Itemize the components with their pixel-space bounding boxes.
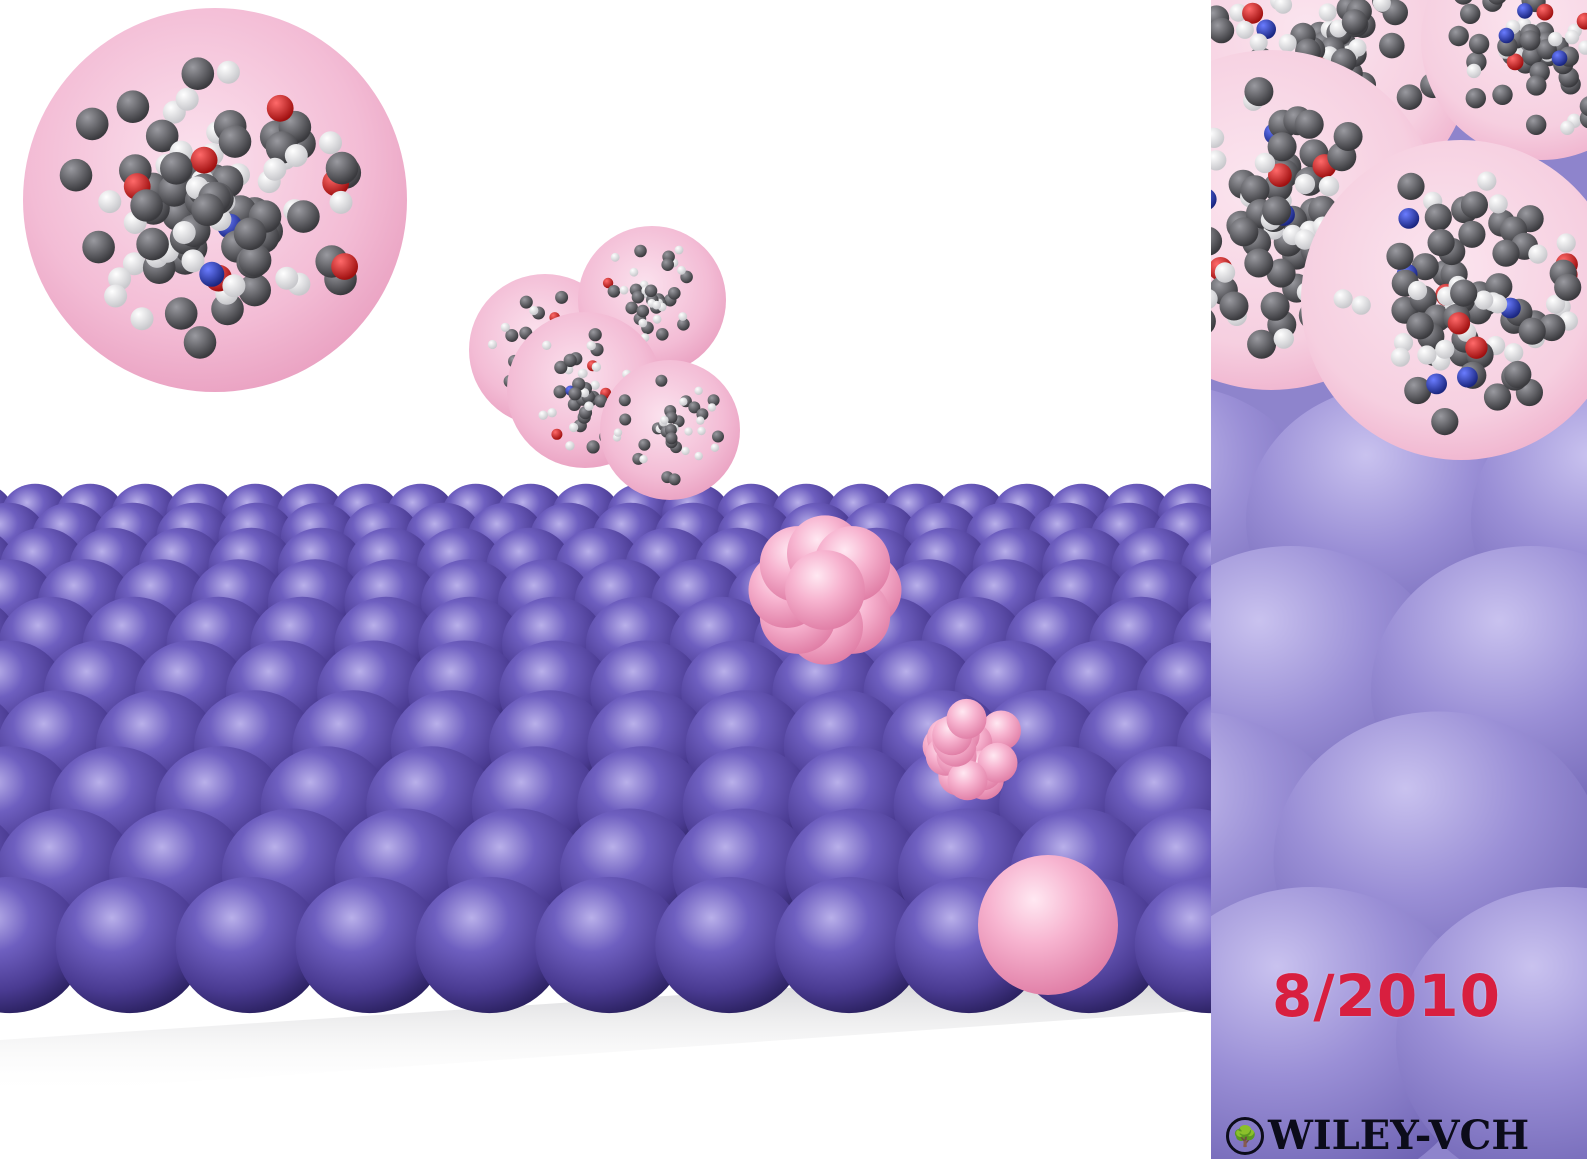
molecule-bubble [1301, 140, 1587, 460]
zoomed-purple-spheres [1211, 385, 1587, 1159]
wiley-tree-logo-icon: 🌳 [1226, 1116, 1264, 1155]
pink-single-atom [978, 855, 1118, 995]
issue-number: 8/2010 [1272, 962, 1501, 1030]
surface-atom [175, 876, 324, 1014]
pink-cluster [748, 515, 902, 665]
molecule-bubble [23, 8, 407, 392]
surface-atom [0, 876, 84, 1014]
surface-atom [535, 876, 684, 1014]
molecular-surface-illustration [0, 8, 1211, 1095]
surface-atom [415, 876, 564, 1014]
surface-atom [1134, 876, 1211, 1014]
zoomed-surface-detail [1211, 0, 1587, 1159]
zoomed-molecules [1211, 0, 1587, 460]
surface-atom [775, 876, 924, 1014]
molecule-bubble [600, 360, 740, 500]
surface-atom [655, 876, 804, 1014]
surface-shadow [0, 960, 1211, 1095]
pink-adsorbates [748, 515, 1118, 995]
molecule-bubble [1421, 0, 1587, 160]
zoomed-surface-atom [1396, 887, 1587, 1159]
publisher-mark: 🌳 WILEY-VCH [1226, 1112, 1529, 1159]
cover-side-panel [1211, 0, 1587, 1159]
pink-cluster [922, 698, 1021, 801]
molecule-bubbles [23, 8, 740, 500]
publisher-name: WILEY-VCH [1268, 1112, 1530, 1159]
surface-atom [295, 876, 444, 1014]
surface-atom [55, 876, 204, 1014]
